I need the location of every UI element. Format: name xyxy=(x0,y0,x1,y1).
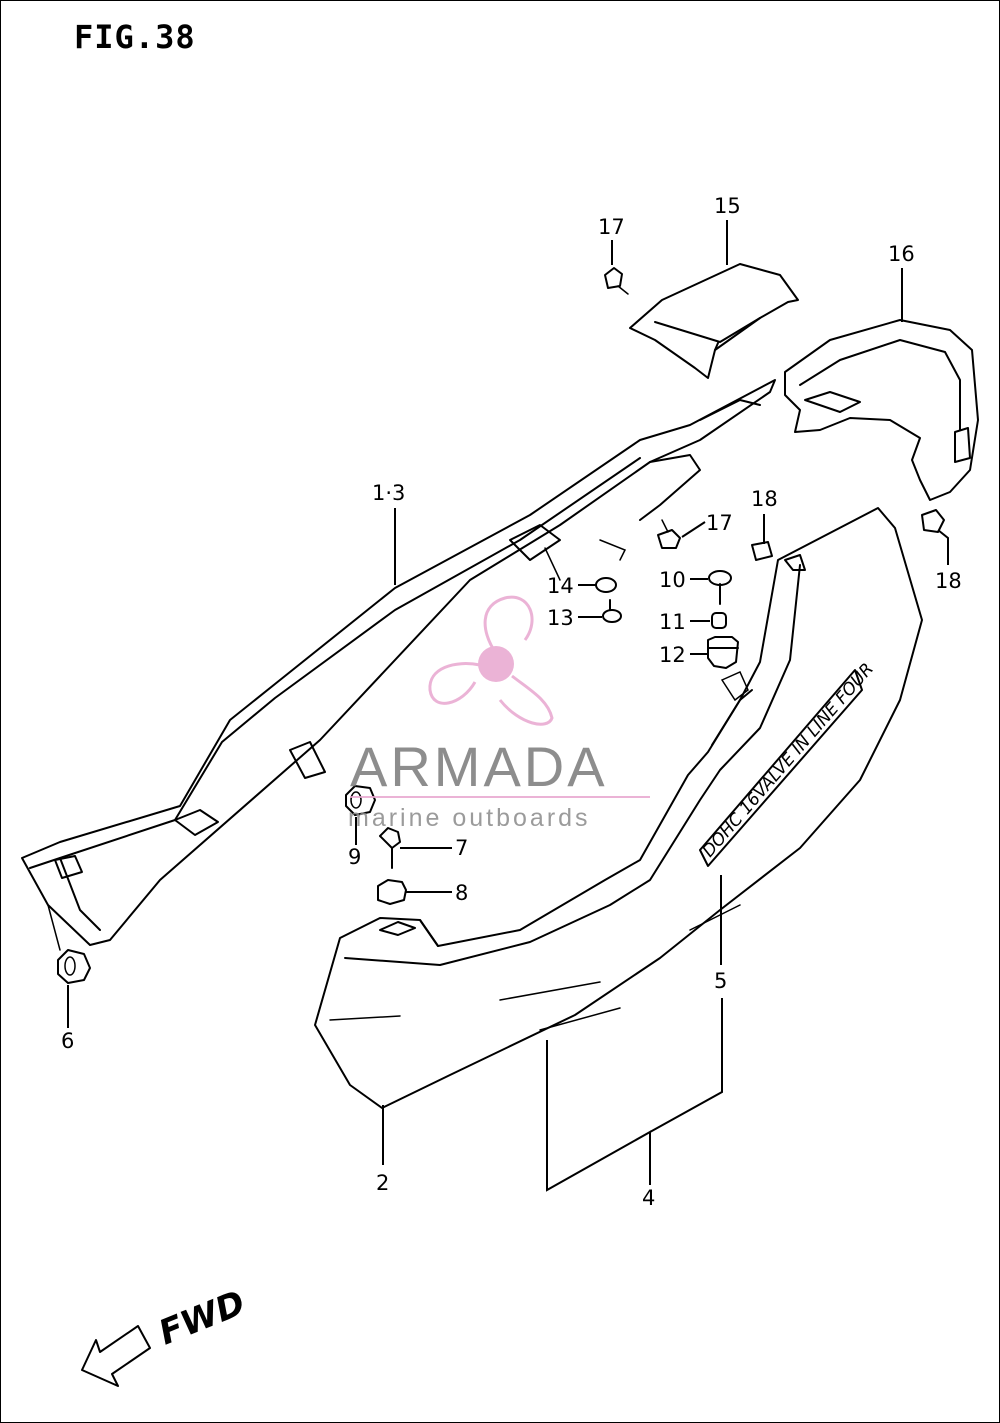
hardware-10-screw xyxy=(708,570,732,605)
fwd-label: FWD xyxy=(153,1283,250,1353)
part-tail-housing-16 xyxy=(784,319,979,501)
hardware-9-grommet xyxy=(345,785,376,816)
callout-16: 16 xyxy=(888,242,915,266)
propeller-logo-icon xyxy=(428,595,554,726)
callout-17-mid: 17 xyxy=(706,511,733,535)
callout-7: 7 xyxy=(455,836,468,860)
callout-1-3: 1·3 xyxy=(372,481,405,505)
callout-labels: 1·3 17 15 16 18 17 18 10 11 12 14 13 9 7… xyxy=(61,194,962,1210)
callout-6: 6 xyxy=(61,1029,74,1053)
hardware-13-bolt xyxy=(602,599,622,623)
callout-12: 12 xyxy=(659,643,686,667)
figure-title: FIG.38 xyxy=(74,18,196,56)
hardware-18-clip-top xyxy=(751,541,773,561)
fwd-arrow-icon xyxy=(81,1325,151,1387)
watermark-brand: ARMADA xyxy=(350,735,608,798)
hardware-17-top xyxy=(604,267,629,295)
part-frame-cover-1-3 xyxy=(21,379,776,951)
callout-5: 5 xyxy=(714,969,727,993)
watermark-tagline: marine outboards xyxy=(348,804,591,832)
callout-15: 15 xyxy=(714,194,741,218)
callout-11: 11 xyxy=(659,610,686,634)
callout-10: 10 xyxy=(659,568,686,592)
leader-lines xyxy=(67,220,949,1192)
watermark: ARMADA marine outboards xyxy=(348,595,650,832)
hardware-17-mid xyxy=(657,519,681,549)
hardware-11-collar xyxy=(711,612,727,629)
callout-2: 2 xyxy=(376,1171,389,1195)
callout-18-top: 18 xyxy=(751,487,778,511)
callout-13: 13 xyxy=(547,606,574,630)
hardware-7-fastener xyxy=(379,827,401,869)
hardware-14-nut xyxy=(595,577,617,593)
part-side-cover-2 xyxy=(314,507,923,1109)
callout-18-right: 18 xyxy=(935,569,962,593)
callout-14: 14 xyxy=(547,574,574,598)
fwd-direction-indicator: FWD xyxy=(81,1283,251,1387)
callout-17-top: 17 xyxy=(598,215,625,239)
hardware-8-spacer xyxy=(377,879,407,905)
part-tail-piece-15 xyxy=(629,263,799,379)
hardware-6-grommet xyxy=(57,949,91,984)
hardware-12-grommet xyxy=(707,636,739,669)
callout-4: 4 xyxy=(642,1186,655,1210)
callout-9: 9 xyxy=(348,845,361,869)
hardware-18-clip-right xyxy=(921,509,945,533)
callout-8: 8 xyxy=(455,881,468,905)
